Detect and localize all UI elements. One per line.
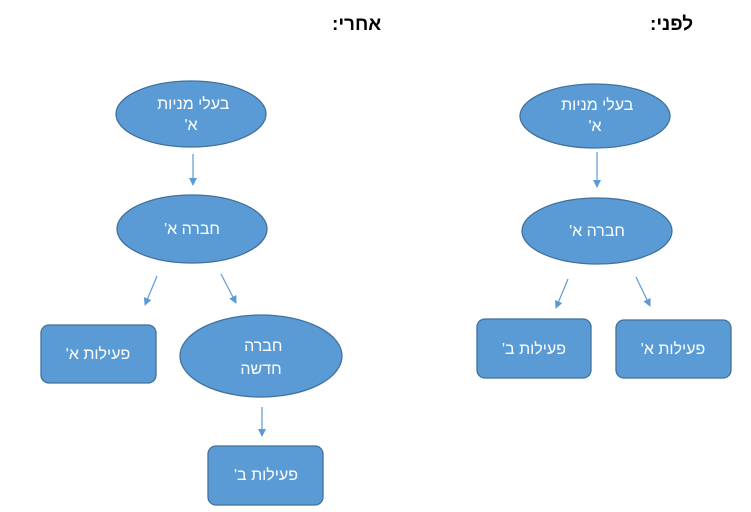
after-company-node: חברה א' <box>116 194 268 264</box>
before-heading: לפני: <box>650 14 693 35</box>
before-arrow-company-to-activity-b <box>554 278 569 309</box>
svg-text:חברה חדשה: חברה חדשה <box>240 338 283 378</box>
after-new-company-label-line1: חברה <box>244 338 282 355</box>
after-arrow-company-to-activity-a <box>143 275 158 306</box>
before-arrow-company-to-activity-a <box>635 276 651 307</box>
after-section: בעלי מניות א' חברה א' פעילות א' חברה חדש… <box>40 80 343 506</box>
after-shareholders-label-line1: בעלי מניות <box>157 95 230 113</box>
after-new-company-label-line2: חדשה <box>240 361 281 378</box>
after-new-company-node: חברה חדשה <box>179 314 343 398</box>
after-activity-b-label: פעילות ב' <box>234 466 298 484</box>
after-company-label: חברה א' <box>164 221 220 238</box>
after-activity-b-node: פעילות ב' <box>207 445 324 506</box>
after-shareholders-label-line2: א' <box>184 117 197 134</box>
after-activity-a-node: פעילות א' <box>40 324 157 384</box>
before-activity-b-node: פעילות ב' <box>476 318 592 379</box>
before-activity-b-label: פעילות ב' <box>502 340 566 358</box>
before-activity-a-label: פעילות א' <box>641 340 705 358</box>
after-shareholders-node: בעלי מניות א' <box>115 80 267 148</box>
before-section: בעלי מניות א' חברה א' פעילות ב' פעילות א… <box>476 83 732 379</box>
before-shareholders-label-line2: א' <box>588 118 601 135</box>
after-activity-a-label: פעילות א' <box>66 345 130 363</box>
before-company-node: חברה א' <box>521 197 673 265</box>
svg-text:בעלי מניות א': בעלי מניות א' <box>153 95 230 134</box>
before-company-label: חברה א' <box>569 223 625 240</box>
before-activity-a-node: פעילות א' <box>615 319 732 379</box>
svg-text:בעלי מניות א': בעלי מניות א' <box>557 96 634 135</box>
before-shareholders-label-line1: בעלי מניות <box>561 96 634 114</box>
after-arrow-company-to-new-company <box>220 273 237 304</box>
before-shareholders-node: בעלי מניות א' <box>519 83 671 149</box>
after-heading: אחרי: <box>332 14 381 35</box>
